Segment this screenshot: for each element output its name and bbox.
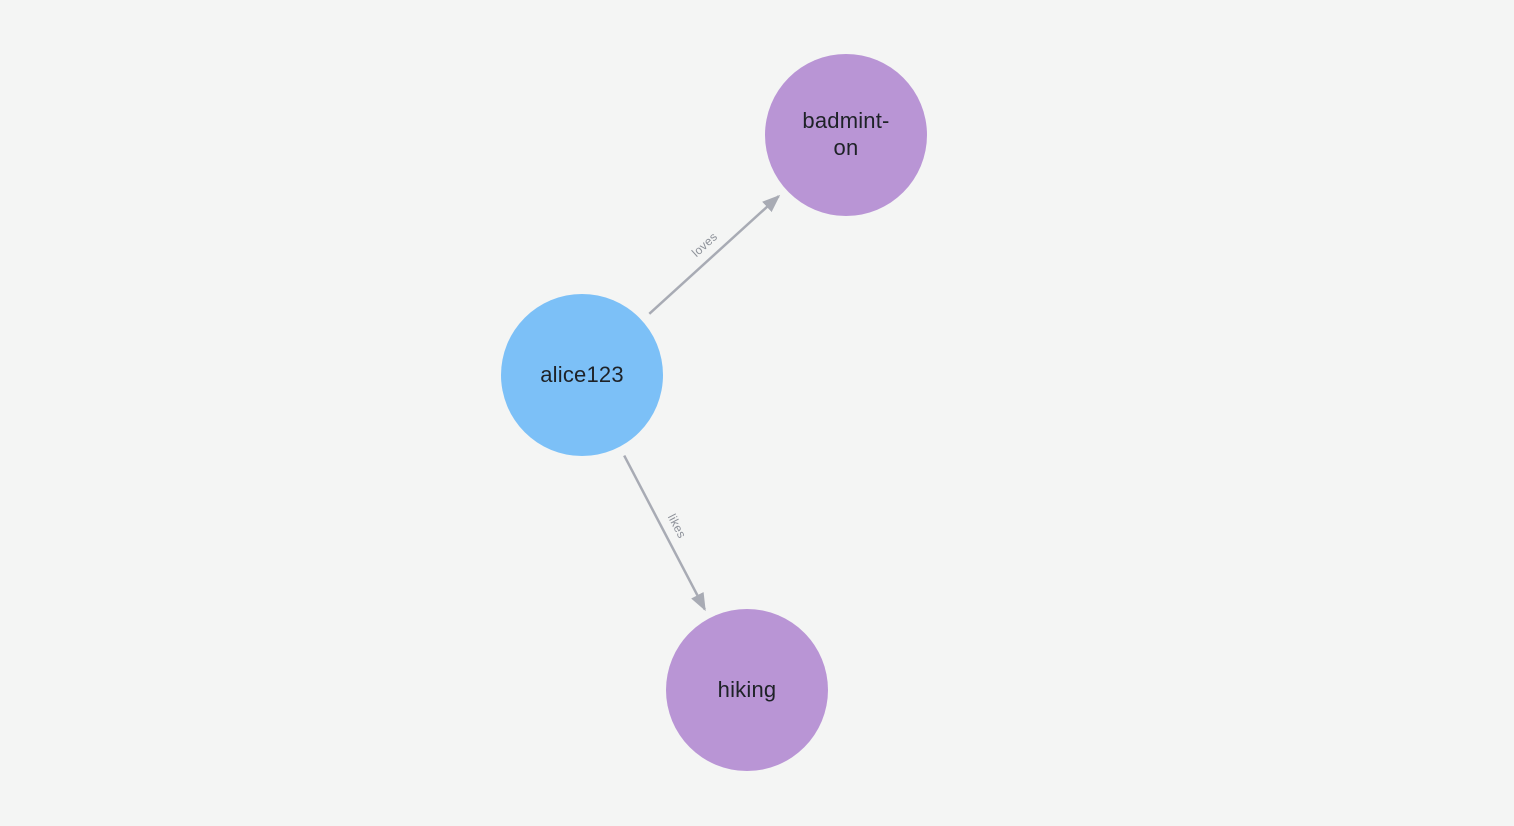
node-label-badminton: badmint- on (802, 108, 890, 160)
node-badminton[interactable]: badmint- on (765, 54, 927, 216)
edge-loves: loves (648, 194, 781, 315)
edge-label-likes[interactable]: likes (665, 511, 689, 540)
edge-likes: likes (623, 455, 706, 612)
node-label-alice123: alice123 (540, 361, 624, 387)
node-alice123[interactable]: alice123 (501, 294, 663, 456)
edge-arrow-likes[interactable] (623, 455, 706, 612)
node-hiking[interactable]: hiking (666, 609, 828, 771)
node-label-hiking: hiking (717, 676, 777, 702)
edge-arrow-loves[interactable] (648, 194, 781, 315)
